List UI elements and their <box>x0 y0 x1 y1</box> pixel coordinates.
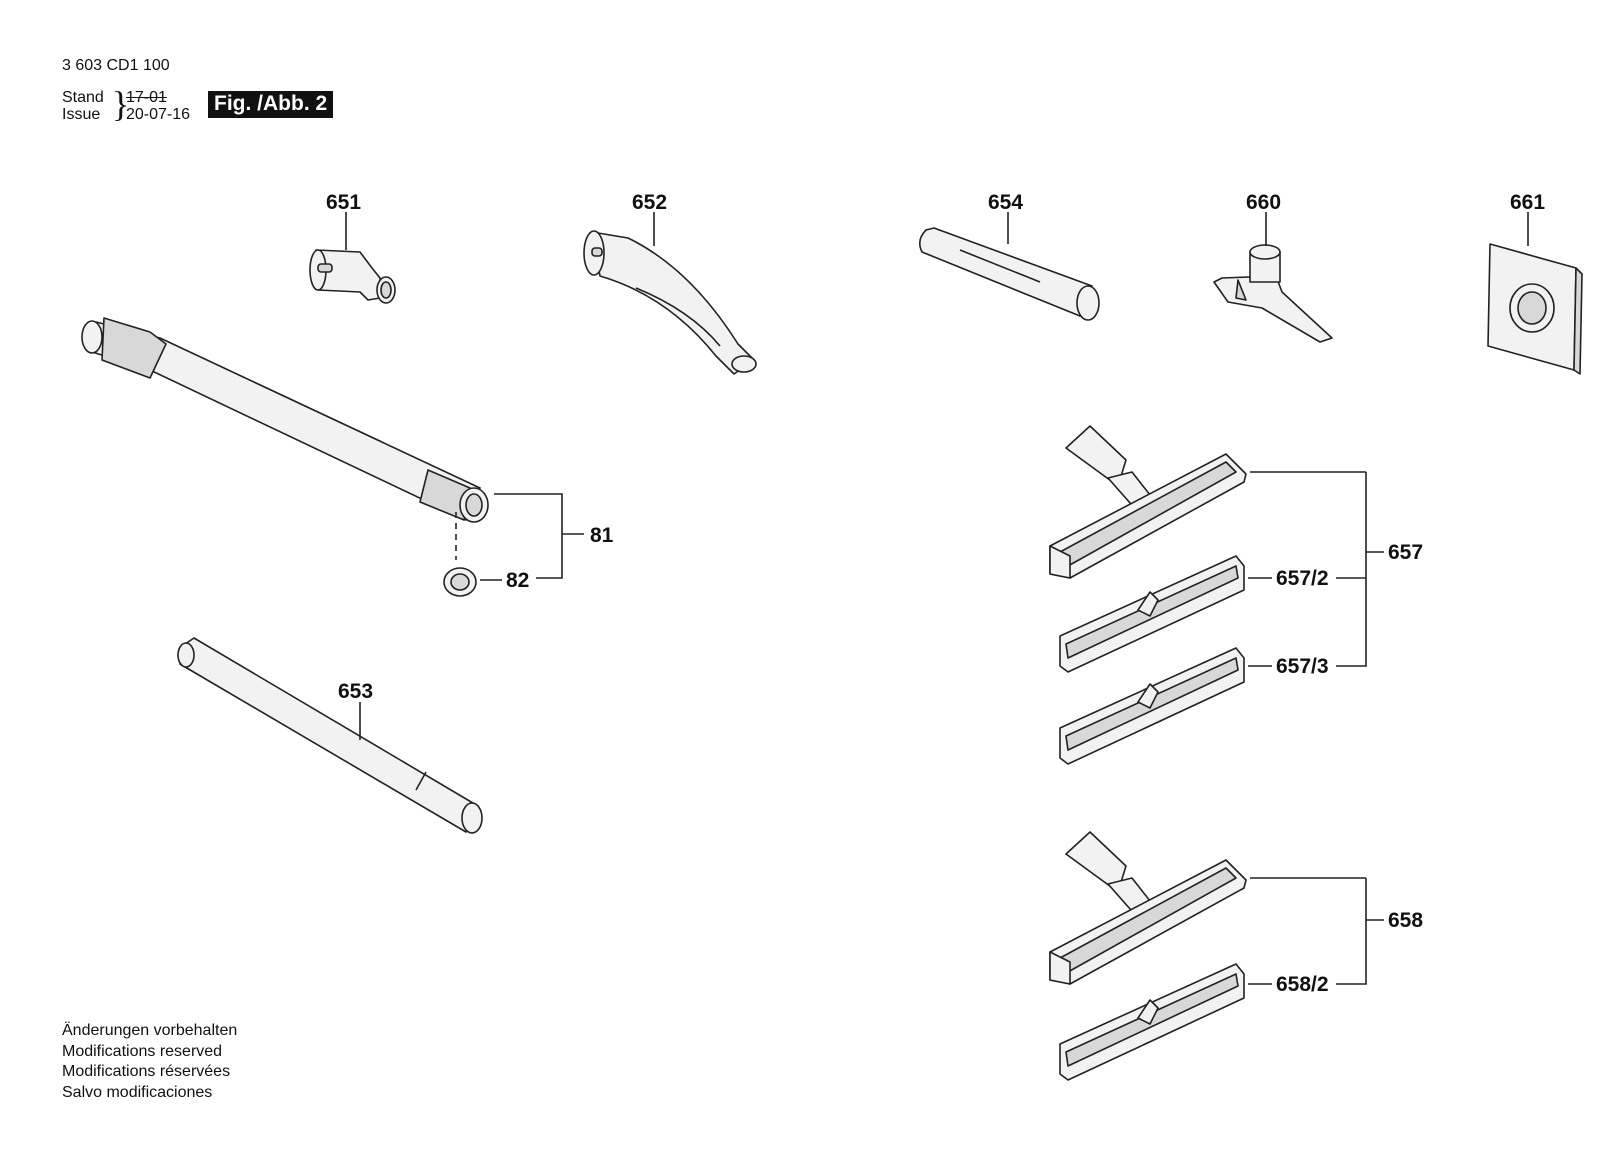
part-654-crevice-nozzle[interactable] <box>918 212 1100 321</box>
part-652-elbow[interactable] <box>583 212 757 375</box>
part-661-filter[interactable] <box>1487 212 1583 375</box>
part-657-2-strip[interactable] <box>1059 555 1245 673</box>
part-82-clamp[interactable] <box>443 512 502 597</box>
part-660-nozzle[interactable] <box>1213 212 1333 343</box>
notice-de: Änderungen vorbehalten <box>62 1022 238 1039</box>
stand-value: 17-01 <box>126 89 167 106</box>
part-657-3-strip[interactable] <box>1059 647 1245 765</box>
label-82: 82 <box>506 569 529 592</box>
label-651: 651 <box>326 191 361 214</box>
notice-en: Modifications reserved <box>62 1042 223 1060</box>
issue-label: Issue <box>62 106 101 123</box>
part-658-floor-nozzle[interactable] <box>1049 831 1247 985</box>
label-81: 81 <box>590 524 614 547</box>
label-654: 654 <box>988 191 1023 214</box>
part-653-tube[interactable] <box>177 637 483 834</box>
notice-fr: Modifications réservées <box>62 1063 231 1080</box>
brace-icon: } <box>112 84 130 124</box>
part-657-floor-nozzle[interactable] <box>1049 425 1247 579</box>
label-657: 657 <box>1388 541 1423 564</box>
stand-label: Stand <box>62 89 104 106</box>
leader-81 <box>494 493 563 579</box>
leader-657-bracket <box>1336 472 1367 667</box>
document-number: 3 603 CD1 100 <box>62 57 170 74</box>
part-651-adapter[interactable] <box>309 212 396 304</box>
label-652: 652 <box>632 191 667 214</box>
issue-value: 20-07-16 <box>126 106 191 123</box>
label-661: 661 <box>1510 191 1545 214</box>
stand-issue-labels: Stand Issue <box>62 89 104 123</box>
part-81-hose[interactable] <box>81 317 489 523</box>
label-658-2: 658/2 <box>1276 973 1329 996</box>
label-657-2: 657/2 <box>1276 567 1329 590</box>
leader-658-bracket <box>1336 878 1367 985</box>
stand-issue-values: 17-01 20-07-16 <box>126 89 190 123</box>
label-658: 658 <box>1388 909 1423 932</box>
label-653: 653 <box>338 680 373 703</box>
notice-es: Salvo modificaciones <box>62 1083 213 1101</box>
label-660: 660 <box>1246 191 1281 214</box>
modifications-notice: Änderungen vorbehalten Modifications res… <box>62 1021 237 1103</box>
label-657-3: 657/3 <box>1276 655 1329 678</box>
part-658-2-strip[interactable] <box>1059 963 1245 1081</box>
figure-badge: Fig. /Abb. 2 <box>208 91 334 118</box>
